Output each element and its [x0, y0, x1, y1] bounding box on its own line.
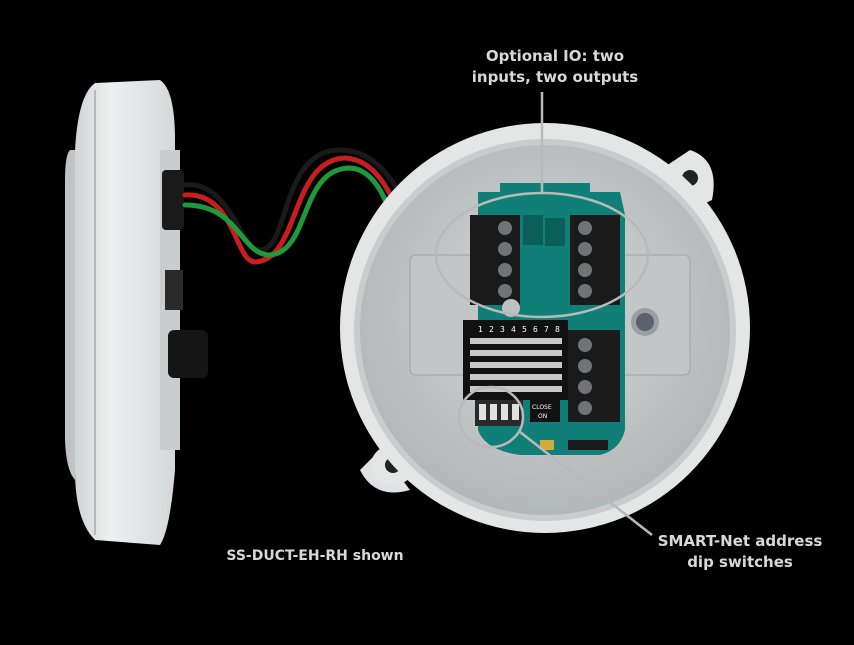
svg-text:1: 1 [478, 325, 483, 334]
connector-block [162, 170, 184, 230]
smartnet-line2: dip switches [687, 553, 793, 571]
smartnet-line1: SMART-Net address [657, 532, 823, 550]
circuit-board: 1 2 3 4 5 6 7 8 CLOSE ON [463, 183, 625, 455]
dip-number-row: 1 2 3 4 5 6 7 8 [478, 325, 560, 334]
callout-dip-switches [457, 385, 653, 536]
model-caption: SS-DUCT-EH-RH shown [226, 548, 404, 564]
io-terminal-left [470, 215, 520, 305]
svg-text:7: 7 [544, 325, 549, 334]
optional-io-line2: inputs, two outputs [471, 68, 639, 86]
side-lid [65, 80, 208, 545]
optional-io-label: Optional IO: two inputs, two outputs [455, 46, 655, 88]
svg-text:6: 6 [533, 325, 538, 334]
svg-text:ON: ON [538, 413, 547, 420]
svg-text:4: 4 [511, 325, 516, 334]
sensor-capsule [168, 330, 208, 378]
optional-io-line1: Optional IO: two [485, 47, 625, 65]
svg-text:CLOSE: CLOSE [532, 404, 552, 411]
io-terminal-right [570, 215, 620, 305]
smartnet-dip-label: SMART-Net address dip switches [640, 531, 840, 573]
callout-optional-io [434, 92, 650, 319]
dip-switch: CLOSE ON [475, 398, 560, 426]
power-terminal [568, 330, 620, 422]
svg-text:5: 5 [522, 325, 527, 334]
svg-text:3: 3 [500, 325, 505, 334]
svg-text:2: 2 [489, 325, 494, 334]
svg-text:8: 8 [555, 325, 560, 334]
